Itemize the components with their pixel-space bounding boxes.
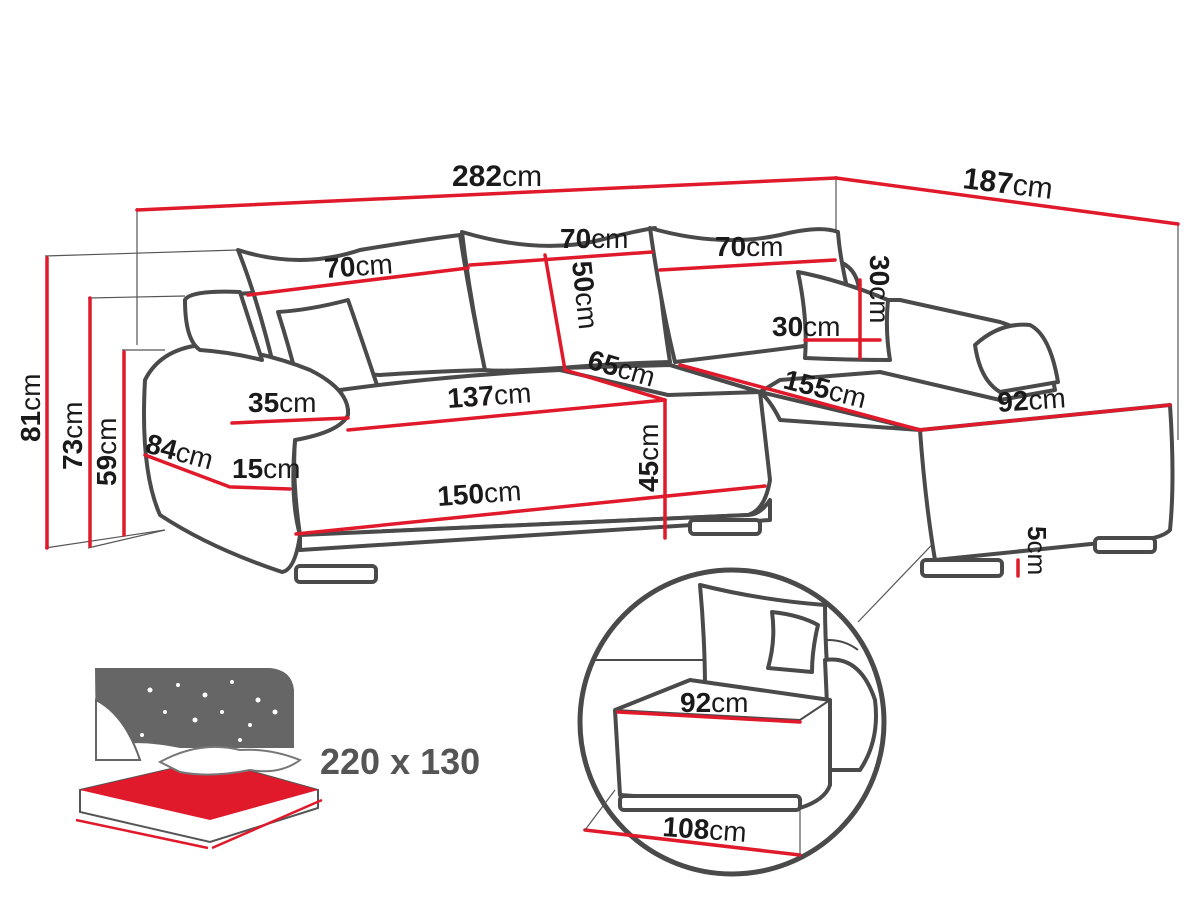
label-seat-height: 45cm: [633, 424, 664, 492]
label-small-pillow-w: 30cm: [772, 311, 840, 342]
foot-center: [688, 518, 762, 536]
foot-left: [294, 564, 378, 584]
detail-small-pillow: [766, 610, 820, 674]
bed-icon: 220 x 130: [75, 668, 480, 850]
label-height-total: 81cm: [15, 374, 46, 442]
foot-right: [920, 558, 1004, 578]
label-seat-width: 137cm: [446, 377, 532, 414]
label-pillow-mid: 70cm: [560, 223, 628, 254]
magnifier-detail: 92cm 108cm: [577, 567, 887, 877]
measure-lines: [45, 176, 1180, 578]
label-total-width: 282cm: [452, 160, 542, 193]
label-chaise-depth: 187cm: [961, 162, 1054, 206]
corner-sofa-drawing: [142, 226, 1175, 584]
label-leg-height: 5cm: [1022, 526, 1052, 575]
sofa-base: [298, 498, 772, 552]
label-armrest-width: 35cm: [248, 387, 316, 418]
back-pillow-center: [460, 226, 672, 373]
label-base-width: 150cm: [436, 475, 522, 512]
label-chaise-width: 92cm: [996, 382, 1066, 418]
scatter-pillow-right: [796, 270, 892, 362]
sleeping-area-label: 220 x 130: [320, 741, 480, 782]
chaise-arm: [973, 322, 1060, 394]
label-height-seat: 59cm: [91, 418, 122, 486]
detail-arm: [823, 657, 878, 772]
label-armrest-side: 15cm: [232, 453, 300, 484]
label-pillow-left: 70cm: [323, 248, 393, 284]
label-small-pillow-h: 30cm: [864, 255, 895, 323]
label-detail-top: 92cm: [680, 687, 748, 718]
label-pillow-right: 70cm: [715, 231, 783, 262]
detail-foot: [618, 794, 802, 812]
label-height-arm: 73cm: [57, 402, 88, 470]
label-detail-bottom: 108cm: [662, 811, 748, 848]
left-arm-top: [183, 289, 264, 362]
foot-far: [1093, 536, 1157, 554]
label-back-height: 50cm: [566, 259, 604, 330]
